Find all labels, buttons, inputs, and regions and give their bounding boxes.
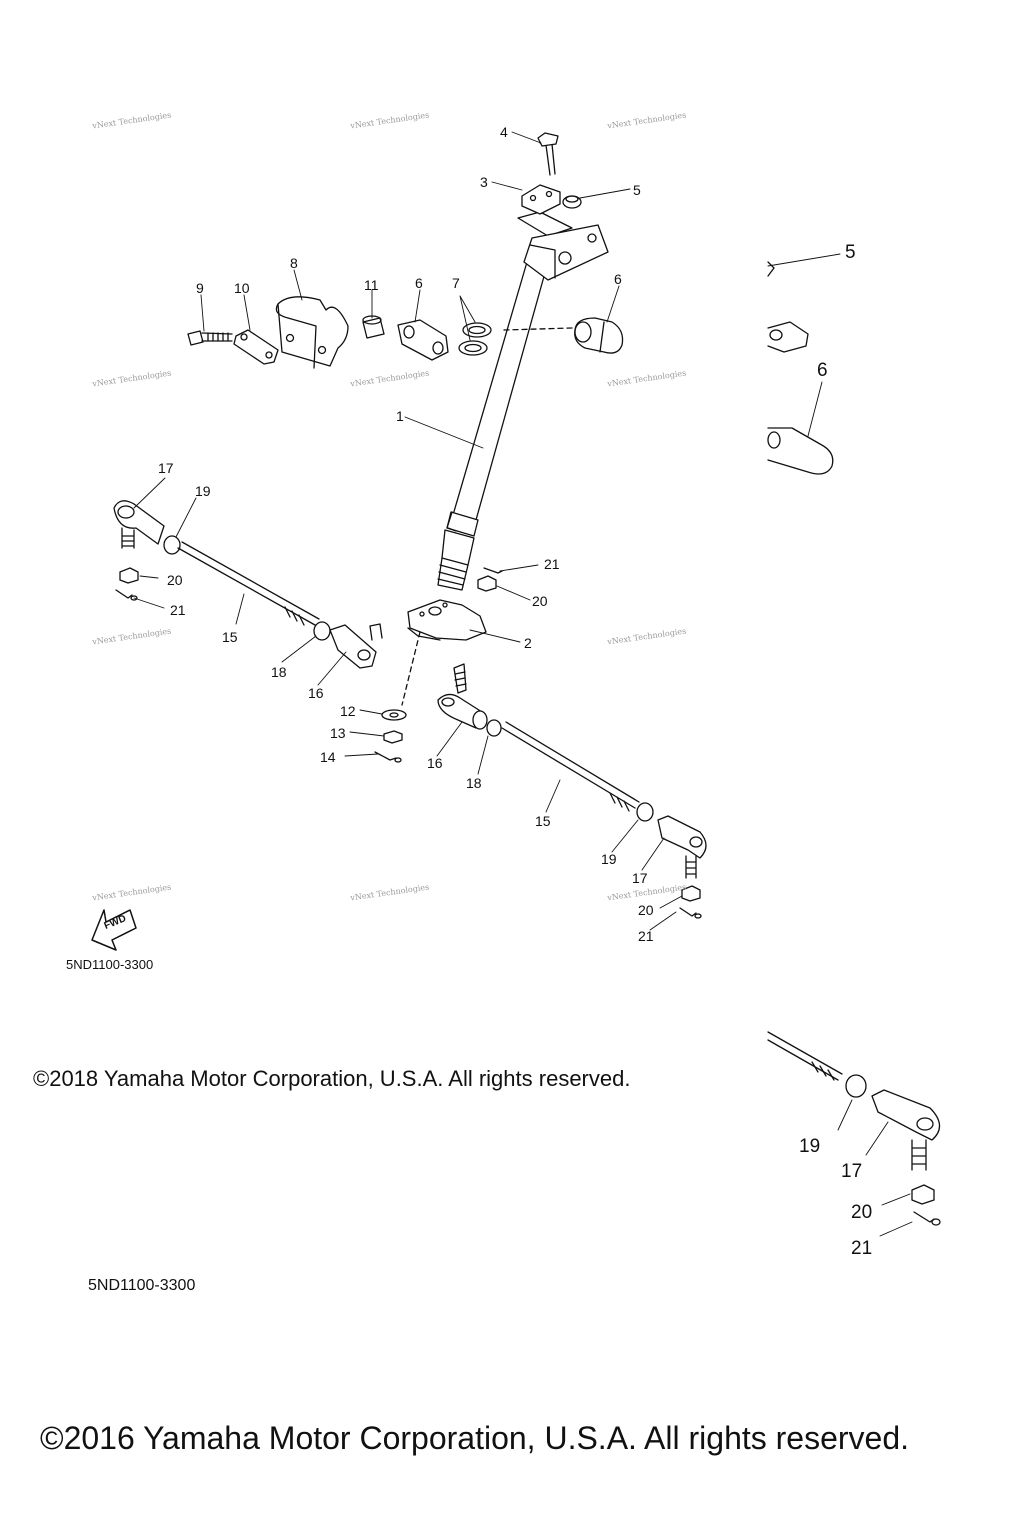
steering-column-shaft xyxy=(437,261,549,591)
callout-20-right: 20 xyxy=(638,902,654,918)
callout-14: 14 xyxy=(320,749,336,765)
callout-12: 12 xyxy=(340,703,356,719)
callout-10: 10 xyxy=(234,280,250,296)
callout-8: 8 xyxy=(290,255,298,271)
left-nut-and-pin xyxy=(115,567,139,601)
callout-16-right: 16 xyxy=(427,755,443,771)
column-bushing xyxy=(574,317,624,354)
callout-21-left: 21 xyxy=(170,602,186,618)
copyright-2016: ©2016 Yamaha Motor Corporation, U.S.A. A… xyxy=(40,1420,910,1456)
callout-5: 5 xyxy=(633,182,641,198)
pitman-arm xyxy=(401,599,487,706)
callout-16-left: 16 xyxy=(308,685,324,701)
callout-4: 4 xyxy=(500,124,508,140)
callout-15-left: 15 xyxy=(222,629,238,645)
leader-lines xyxy=(133,131,683,931)
fwd-arrow-icon xyxy=(91,909,137,951)
upper-nut-and-pin xyxy=(477,567,503,592)
callout-9: 9 xyxy=(196,280,204,296)
callout-19-left: 19 xyxy=(195,483,211,499)
callout-20-left: 20 xyxy=(167,572,183,588)
callout-6-detail: 6 xyxy=(817,360,828,381)
callout-13: 13 xyxy=(330,725,346,741)
diagram-code: 5ND1100-3300 xyxy=(88,1277,196,1294)
right-tie-rod xyxy=(437,663,707,919)
callout-6-left: 6 xyxy=(415,275,423,291)
callout-20-detail: 20 xyxy=(851,1202,873,1223)
callout-21-right: 21 xyxy=(638,928,654,944)
cropped-duplicate-top-detail xyxy=(767,253,841,475)
callout-21-center: 21 xyxy=(544,556,560,572)
seal-washers xyxy=(458,322,573,356)
callout-5-detail: 5 xyxy=(845,242,856,263)
lock-plate-and-bolt xyxy=(187,329,279,365)
callout-15-right: 15 xyxy=(535,813,551,829)
callout-3: 3 xyxy=(480,174,488,190)
callout-18-right: 18 xyxy=(466,775,482,791)
callout-20-center: 20 xyxy=(532,593,548,609)
left-tie-rod xyxy=(113,500,383,669)
callout-17-detail: 17 xyxy=(841,1161,863,1182)
callout-19-right: 19 xyxy=(601,851,617,867)
callout-17-left: 17 xyxy=(158,460,174,476)
mount-bracket xyxy=(275,296,349,369)
center-washer-nut-pin xyxy=(374,709,407,763)
collar xyxy=(362,315,385,339)
callout-2: 2 xyxy=(524,635,532,651)
callout-18-left: 18 xyxy=(271,664,287,680)
diagram-code: 5ND1100-3300 xyxy=(66,957,154,972)
callout-6-right: 6 xyxy=(614,271,622,287)
copyright-2018: ©2018 Yamaha Motor Corporation, U.S.A. A… xyxy=(33,1066,631,1091)
callout-1: 1 xyxy=(396,408,404,424)
callout-19-detail: 19 xyxy=(799,1136,821,1157)
bushing-holder xyxy=(397,319,449,361)
callout-11: 11 xyxy=(364,277,379,293)
column-top-bracket xyxy=(517,132,609,281)
callout-17-right: 17 xyxy=(632,870,648,886)
cropped-duplicate-tie-rod-end xyxy=(767,1031,941,1237)
callout-21-detail: 21 xyxy=(851,1238,873,1259)
callout-7: 7 xyxy=(452,275,460,291)
